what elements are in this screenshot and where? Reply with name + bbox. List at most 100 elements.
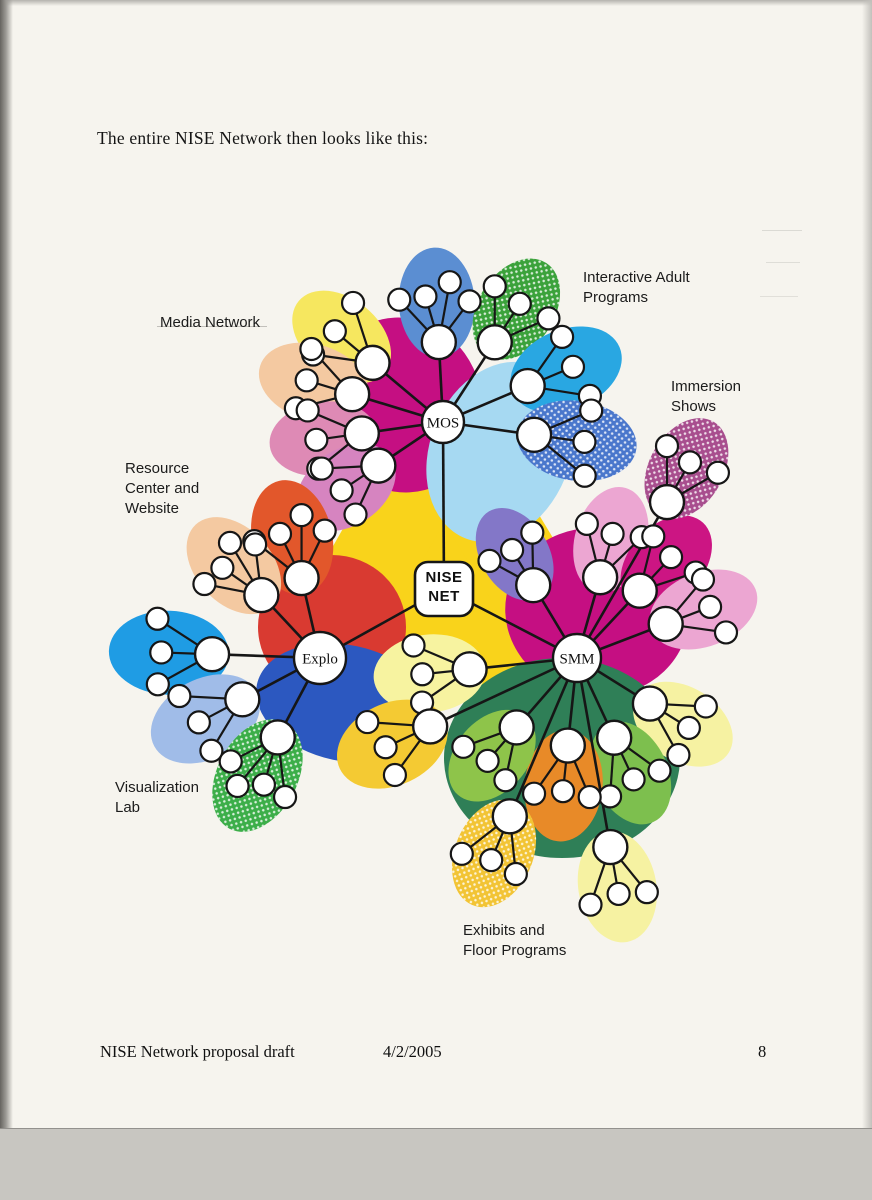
label-line: Exhibits and [463, 922, 545, 939]
leaf-node [410, 662, 435, 687]
leaf-node [550, 779, 576, 804]
center-node-group: NISE NET [413, 560, 475, 618]
nodes [145, 270, 739, 917]
edge-hub-to-cluster [429, 656, 578, 728]
cluster-node [193, 636, 231, 673]
label-line: Center and [125, 480, 200, 497]
scan-artifact-line [762, 230, 802, 231]
leaf-node [606, 881, 631, 907]
leaf-node [634, 880, 659, 905]
cluster-node [648, 483, 686, 521]
leaf-node [676, 715, 701, 741]
hub-mos-label: MOS [427, 415, 460, 431]
hub-smm-label: SMM [559, 651, 594, 667]
cluster-node [420, 323, 458, 361]
leaf-node [312, 518, 337, 543]
leaf-node [475, 748, 500, 773]
label-line: Floor Programs [463, 942, 567, 959]
cluster-node [647, 605, 684, 643]
leaf-node [225, 773, 250, 799]
cluster-node [243, 576, 280, 614]
leaf-node [693, 694, 718, 719]
leaf-node [343, 502, 368, 527]
page-heading: The entire NISE Network then looks like … [97, 128, 429, 148]
leaf-node [677, 450, 703, 475]
cluster-node [354, 344, 391, 382]
leaf-node [597, 784, 623, 809]
leaf-node [600, 521, 625, 547]
hub-mos [420, 399, 466, 445]
leaf-node [289, 503, 314, 528]
center-node-label: NISE [425, 569, 462, 586]
leaf-node [572, 463, 597, 488]
leaf-node [666, 742, 691, 768]
leaf-node [186, 710, 211, 735]
cluster-node [509, 367, 546, 405]
label-line: Lab [115, 799, 141, 816]
footer-page-number: 8 [758, 1042, 767, 1061]
cluster-node [451, 651, 488, 688]
leaf-node [574, 511, 599, 536]
scan-edge-left [0, 0, 13, 1200]
leaf-node [457, 289, 482, 314]
cluster-node [581, 559, 619, 596]
leaf-node [192, 571, 217, 597]
label-line: Immersion [671, 378, 742, 395]
cluster-node [498, 709, 535, 746]
leaf-node [340, 290, 366, 316]
leaf-node [451, 734, 476, 759]
leaf-node [503, 861, 528, 887]
leaf-node [579, 398, 604, 423]
leaf-node [578, 892, 603, 917]
leaf-node [299, 336, 324, 362]
scan-edge-bottom [0, 1128, 872, 1200]
cluster-node [411, 708, 449, 745]
leaf-node [329, 478, 354, 503]
leaf-node [294, 368, 319, 393]
cluster-node [259, 719, 296, 756]
leaf-node [690, 567, 716, 592]
label-media-network: Media Network [160, 313, 260, 333]
label-line: Shows [671, 398, 717, 415]
cluster-node [595, 719, 633, 756]
label-line: Programs [583, 289, 649, 306]
leaf-node [199, 738, 224, 763]
footer-title: NISE Network proposal draft [100, 1042, 295, 1061]
cluster-node [515, 566, 552, 604]
leaf-node [218, 749, 243, 774]
leaf-node [449, 841, 474, 866]
leaf-node [507, 291, 532, 316]
leaf-node [572, 429, 597, 454]
hub-explo-label: Explo [302, 651, 338, 667]
scan-artifact-line [766, 262, 800, 263]
cluster-node [283, 559, 320, 597]
leaf-node [713, 620, 739, 645]
leaf-node [267, 521, 293, 546]
hub-smm [551, 632, 603, 684]
leaf-node [560, 354, 586, 379]
cluster-node [549, 727, 587, 764]
leaf-node [387, 287, 412, 312]
leaf-node [521, 781, 547, 806]
leaf-node [304, 427, 329, 452]
leaf-node [658, 545, 684, 570]
leaf-node [251, 772, 277, 797]
leaf-node [654, 434, 680, 459]
leaf-node [697, 594, 723, 620]
leaf-node [705, 460, 731, 485]
leaf-node [577, 784, 602, 810]
leaf-node [482, 274, 507, 299]
center-node-label: NET [428, 588, 460, 605]
hub-explo [292, 630, 348, 686]
scan-artifact-line [157, 326, 267, 327]
scan-edge-top [0, 0, 872, 6]
leaf-node [493, 768, 518, 793]
leaf-node [437, 270, 462, 295]
leaf-node [217, 530, 243, 556]
leaf-node [210, 555, 235, 580]
hubs: MOS Explo SMM [292, 399, 603, 686]
leaf-node [149, 640, 174, 665]
